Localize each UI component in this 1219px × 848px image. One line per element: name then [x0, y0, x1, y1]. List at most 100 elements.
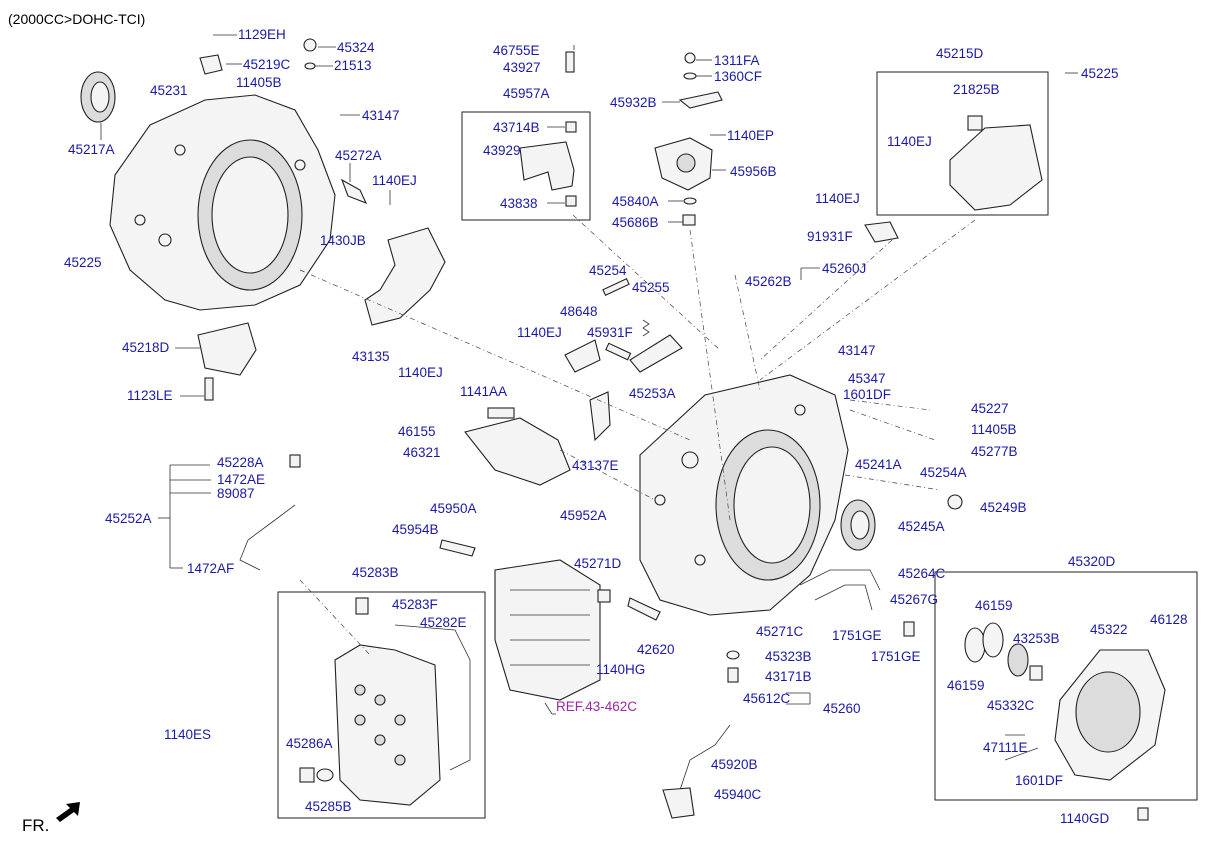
- part-label-43838[interactable]: 43838: [500, 196, 538, 211]
- part-label-45324[interactable]: 45324: [337, 40, 375, 55]
- part-label-45225-b[interactable]: 45225: [1081, 66, 1119, 81]
- part-label-43714B[interactable]: 43714B: [493, 120, 540, 135]
- part-label-45920B[interactable]: 45920B: [711, 757, 758, 772]
- part-label-45219C[interactable]: 45219C: [243, 57, 291, 72]
- part-label-45227[interactable]: 45227: [971, 401, 1009, 416]
- part-label-45840A[interactable]: 45840A: [612, 194, 659, 209]
- part-label-1140EJ-e[interactable]: 1140EJ: [517, 325, 562, 340]
- part-label-1140EJ-c[interactable]: 1140EJ: [887, 134, 932, 149]
- part-label-45282E[interactable]: 45282E: [420, 615, 467, 630]
- part-label-43253B[interactable]: 43253B: [1013, 631, 1060, 646]
- part-label-43929[interactable]: 43929: [483, 143, 521, 158]
- part-label-45217A[interactable]: 45217A: [68, 142, 115, 157]
- part-label-45931F[interactable]: 45931F: [587, 325, 633, 340]
- part-label-45264C[interactable]: 45264C: [898, 566, 946, 581]
- part-label-1140EJ[interactable]: 1140EJ: [372, 173, 417, 188]
- part-label-43147-b[interactable]: 43147: [838, 343, 876, 358]
- part-label-45228A[interactable]: 45228A: [217, 455, 264, 470]
- part-label-45260[interactable]: 45260: [823, 701, 861, 716]
- part-label-45954B[interactable]: 45954B: [392, 522, 439, 537]
- part-label-1601DF[interactable]: 1601DF: [843, 387, 891, 402]
- rear-cover-45322: [1054, 649, 1166, 781]
- part-label-45271C[interactable]: 45271C: [756, 624, 804, 639]
- part-label-91931F[interactable]: 91931F: [807, 229, 853, 244]
- part-label-46755E[interactable]: 46755E: [493, 43, 540, 58]
- part-label-1430JB[interactable]: 1430JB: [320, 233, 366, 248]
- part-label-45950A[interactable]: 45950A: [430, 501, 477, 516]
- part-label-45253A[interactable]: 45253A: [629, 386, 676, 401]
- part-label-11405B[interactable]: 11405B: [236, 75, 282, 90]
- part-label-1311FA[interactable]: 1311FA: [714, 53, 760, 68]
- part-label-1141AA[interactable]: 1141AA: [460, 384, 507, 399]
- part-label-45323B[interactable]: 45323B: [765, 649, 812, 664]
- part-label-45612C[interactable]: 45612C: [743, 691, 791, 706]
- part-label-1140EP[interactable]: 1140EP: [727, 128, 774, 143]
- part-label-89087[interactable]: 89087: [217, 486, 255, 501]
- part-label-45254[interactable]: 45254: [589, 263, 627, 278]
- part-label-43147[interactable]: 43147: [362, 108, 400, 123]
- part-label-45283B[interactable]: 45283B: [352, 565, 399, 580]
- part-label-45940C[interactable]: 45940C: [714, 787, 762, 802]
- part-label-45271D[interactable]: 45271D: [574, 556, 622, 571]
- part-label-45252A[interactable]: 45252A: [105, 511, 152, 526]
- part-label-45254A[interactable]: 45254A: [920, 465, 967, 480]
- part-label-45286A[interactable]: 45286A: [286, 736, 333, 751]
- part-label-1140HG[interactable]: 1140HG: [596, 662, 645, 677]
- part-label-45322[interactable]: 45322: [1090, 622, 1128, 637]
- part-label-45255[interactable]: 45255: [632, 280, 670, 295]
- part-label-1472AE[interactable]: 1472AE: [217, 472, 265, 487]
- part-label-1751GE-b[interactable]: 1751GE: [871, 649, 921, 664]
- part-label-45262B[interactable]: 45262B: [745, 274, 792, 289]
- part-label-45347[interactable]: 45347: [848, 371, 886, 386]
- part-label-1140EJ-b[interactable]: 1140EJ: [398, 365, 443, 380]
- part-label-1472AF[interactable]: 1472AF: [187, 561, 234, 576]
- part-label-1140EJ-d[interactable]: 1140EJ: [815, 191, 860, 206]
- part-label-45952A[interactable]: 45952A: [560, 508, 607, 523]
- part-label-21825B[interactable]: 21825B: [953, 82, 1000, 97]
- part-label-43135[interactable]: 43135: [352, 349, 390, 364]
- part-label-42620[interactable]: 42620: [637, 642, 675, 657]
- part-label-45245A[interactable]: 45245A: [898, 519, 945, 534]
- part-label-43927[interactable]: 43927: [503, 60, 541, 75]
- part-label-45215D[interactable]: 45215D: [936, 46, 984, 61]
- part-label-1360CF[interactable]: 1360CF: [714, 69, 762, 84]
- part-label-1140GD[interactable]: 1140GD: [1060, 811, 1110, 826]
- part-label-45283F[interactable]: 45283F: [392, 597, 438, 612]
- part-label-45249B[interactable]: 45249B: [980, 500, 1027, 515]
- part-label-46155[interactable]: 46155: [398, 424, 436, 439]
- gasket-45282E: [394, 624, 471, 771]
- part-label-45272A[interactable]: 45272A: [335, 148, 382, 163]
- part-label-46159-b[interactable]: 46159: [947, 678, 985, 693]
- nut-43714B: [565, 121, 577, 133]
- part-label-46321[interactable]: 46321: [403, 445, 441, 460]
- part-label-45267G[interactable]: 45267G: [890, 592, 938, 607]
- part-label-1140ES[interactable]: 1140ES: [164, 727, 211, 742]
- part-label-1601DF-b[interactable]: 1601DF: [1015, 773, 1063, 788]
- reference-label[interactable]: REF.43-462C: [556, 699, 637, 714]
- part-label-1751GE[interactable]: 1751GE: [832, 628, 882, 643]
- heat-shield-43135: [364, 227, 446, 326]
- part-label-45932B[interactable]: 45932B: [610, 95, 657, 110]
- part-label-45231[interactable]: 45231: [150, 83, 188, 98]
- part-label-45241A[interactable]: 45241A: [855, 457, 902, 472]
- part-label-43171B[interactable]: 43171B: [765, 669, 812, 684]
- part-label-45956B[interactable]: 45956B: [730, 164, 777, 179]
- part-label-45218D[interactable]: 45218D: [122, 340, 170, 355]
- part-label-45686B[interactable]: 45686B: [612, 215, 659, 230]
- part-label-45260J[interactable]: 45260J: [822, 261, 866, 276]
- part-label-21513[interactable]: 21513: [334, 58, 372, 73]
- part-label-46159[interactable]: 46159: [975, 598, 1013, 613]
- part-label-47111E[interactable]: 47111E: [983, 740, 1028, 755]
- part-label-48648[interactable]: 48648: [560, 304, 598, 319]
- part-label-11405B-b[interactable]: 11405B: [971, 422, 1017, 437]
- part-label-1129EH[interactable]: 1129EH: [238, 27, 286, 42]
- part-label-45957A[interactable]: 45957A: [503, 86, 550, 101]
- part-label-43137E[interactable]: 43137E: [572, 458, 619, 473]
- part-label-45225[interactable]: 45225: [64, 255, 102, 270]
- part-label-45332C[interactable]: 45332C: [987, 698, 1035, 713]
- part-label-45277B[interactable]: 45277B: [971, 444, 1018, 459]
- part-label-46128[interactable]: 46128: [1150, 612, 1188, 627]
- part-label-45285B[interactable]: 45285B: [305, 799, 352, 814]
- part-label-45320D[interactable]: 45320D: [1068, 554, 1116, 569]
- part-label-1123LE[interactable]: 1123LE: [127, 388, 173, 403]
